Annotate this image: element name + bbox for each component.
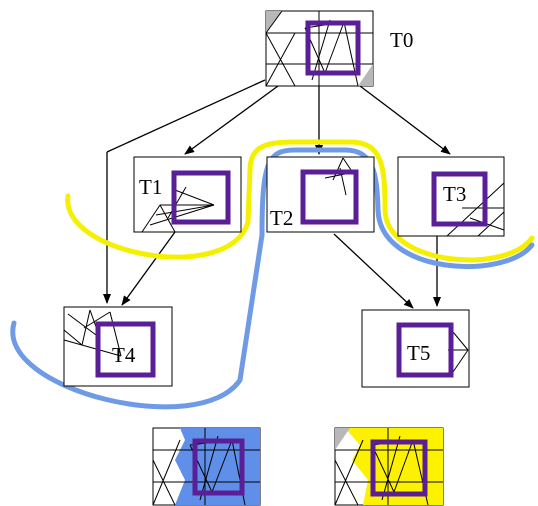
edge-t0-t1 (184, 85, 279, 155)
node-label-t4: T4 (112, 343, 136, 367)
yellow-partition-curve (65, 139, 535, 263)
edges (103, 79, 451, 309)
query-box (305, 20, 361, 76)
yellow-result-box (334, 427, 444, 506)
edge-t0-t3 (359, 85, 451, 155)
node-t1 (133, 156, 242, 233)
edge-t1-t4 (121, 231, 176, 306)
node-t5 (361, 309, 470, 388)
blue-result-box (152, 427, 261, 506)
node-t3 (397, 156, 505, 237)
edge-t0-t4 (106, 79, 266, 153)
query-box (95, 321, 156, 378)
query-box (396, 322, 454, 378)
query-box (370, 439, 428, 497)
node-label-t5: T5 (407, 341, 430, 365)
query-box (431, 171, 488, 227)
node-label-t3: T3 (443, 182, 466, 206)
query-box (300, 169, 359, 225)
blue-partition-curve (10, 147, 535, 410)
node-label-t1: T1 (139, 175, 162, 199)
query-box (192, 438, 245, 496)
node-label-t0: T0 (390, 28, 413, 52)
node-t4 (63, 306, 173, 387)
node-t0 (265, 10, 374, 87)
gray-corner (358, 64, 373, 86)
edge-t2-t5 (333, 233, 414, 309)
node-t2 (266, 156, 375, 233)
gray-corner (335, 428, 350, 450)
query-box (171, 170, 231, 225)
yellow-region (345, 428, 443, 505)
node-label-t2: T2 (270, 206, 293, 230)
